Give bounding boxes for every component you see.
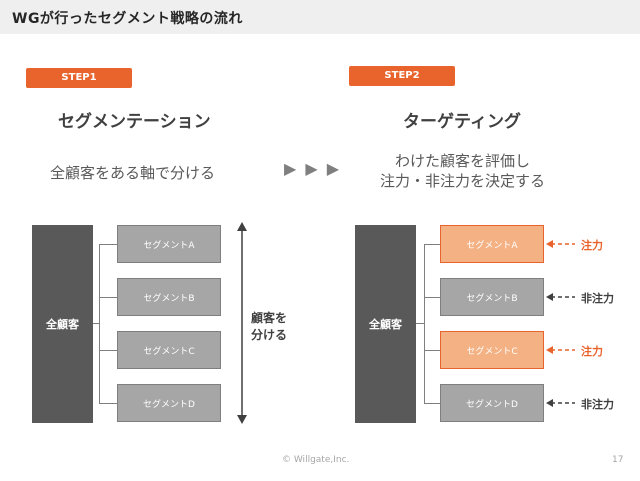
step2-description-line1: わけた顧客を評価し	[395, 152, 531, 170]
segment-b-tag: 非注力	[581, 292, 614, 305]
step2-connector-a	[424, 244, 440, 245]
footer-copyright: © Willgate,Inc.	[282, 455, 350, 465]
page-number: 17	[612, 455, 624, 465]
step2-heading: ターゲティング	[403, 112, 521, 132]
step1-segment-b: セグメントB	[117, 278, 221, 316]
step1-connector-d	[99, 403, 117, 404]
nonfocus-arrow-icon-d	[546, 399, 575, 407]
step1-connector-trunk	[99, 244, 100, 403]
step1-connector-a	[99, 244, 117, 245]
step2-description-line2: 注力・非注力を決定する	[380, 172, 546, 190]
step2-segment-c: セグメントC	[440, 331, 544, 369]
double-arrow-icon	[237, 222, 247, 424]
segment-d-tag: 非注力	[581, 398, 614, 411]
step1-description: 全顧客をある軸で分ける	[50, 164, 216, 182]
step1-connector-c	[99, 350, 117, 351]
split-label-line1: 顧客を	[251, 311, 288, 325]
split-label-line2: 分ける	[251, 328, 288, 342]
step1-segment-d: セグメントD	[117, 384, 221, 422]
segment-c-tag: 注力	[581, 345, 603, 358]
step1-heading: セグメンテーション	[58, 112, 211, 132]
page-title: WGが行ったセグメント戦略の流れ	[12, 11, 243, 27]
step2-connector-d	[424, 403, 440, 404]
header-bar	[0, 0, 640, 34]
segment-a-tag: 注力	[581, 239, 603, 252]
split-customers-label: 顧客を 分ける	[251, 310, 287, 344]
step2-segment-a: セグメントA	[440, 225, 544, 263]
step2-badge: STEP2	[349, 66, 455, 86]
step2-connector-stem	[416, 323, 424, 324]
nonfocus-arrow-icon-b	[546, 293, 575, 301]
step2-segment-b: セグメントB	[440, 278, 544, 316]
step2-description: わけた顧客を評価し 注力・非注力を決定する	[380, 151, 545, 191]
step2-connector-trunk	[424, 244, 425, 403]
step1-badge: STEP1	[26, 68, 132, 88]
tag-arrows	[546, 240, 575, 407]
step1-connector-b	[99, 297, 117, 298]
focus-arrow-icon-c	[546, 346, 575, 354]
step2-connector-b	[424, 297, 440, 298]
focus-arrow-icon-a	[546, 240, 575, 248]
step2-all-customers-box: 全顧客	[355, 225, 416, 423]
step1-segment-c: セグメントC	[117, 331, 221, 369]
flow-arrows-icon: ▶ ▶ ▶	[284, 159, 342, 178]
step2-connector-c	[424, 350, 440, 351]
step1-all-customers-box: 全顧客	[32, 225, 93, 423]
step2-segment-d: セグメントD	[440, 384, 544, 422]
step1-connector-stem	[93, 323, 99, 324]
step1-segment-a: セグメントA	[117, 225, 221, 263]
